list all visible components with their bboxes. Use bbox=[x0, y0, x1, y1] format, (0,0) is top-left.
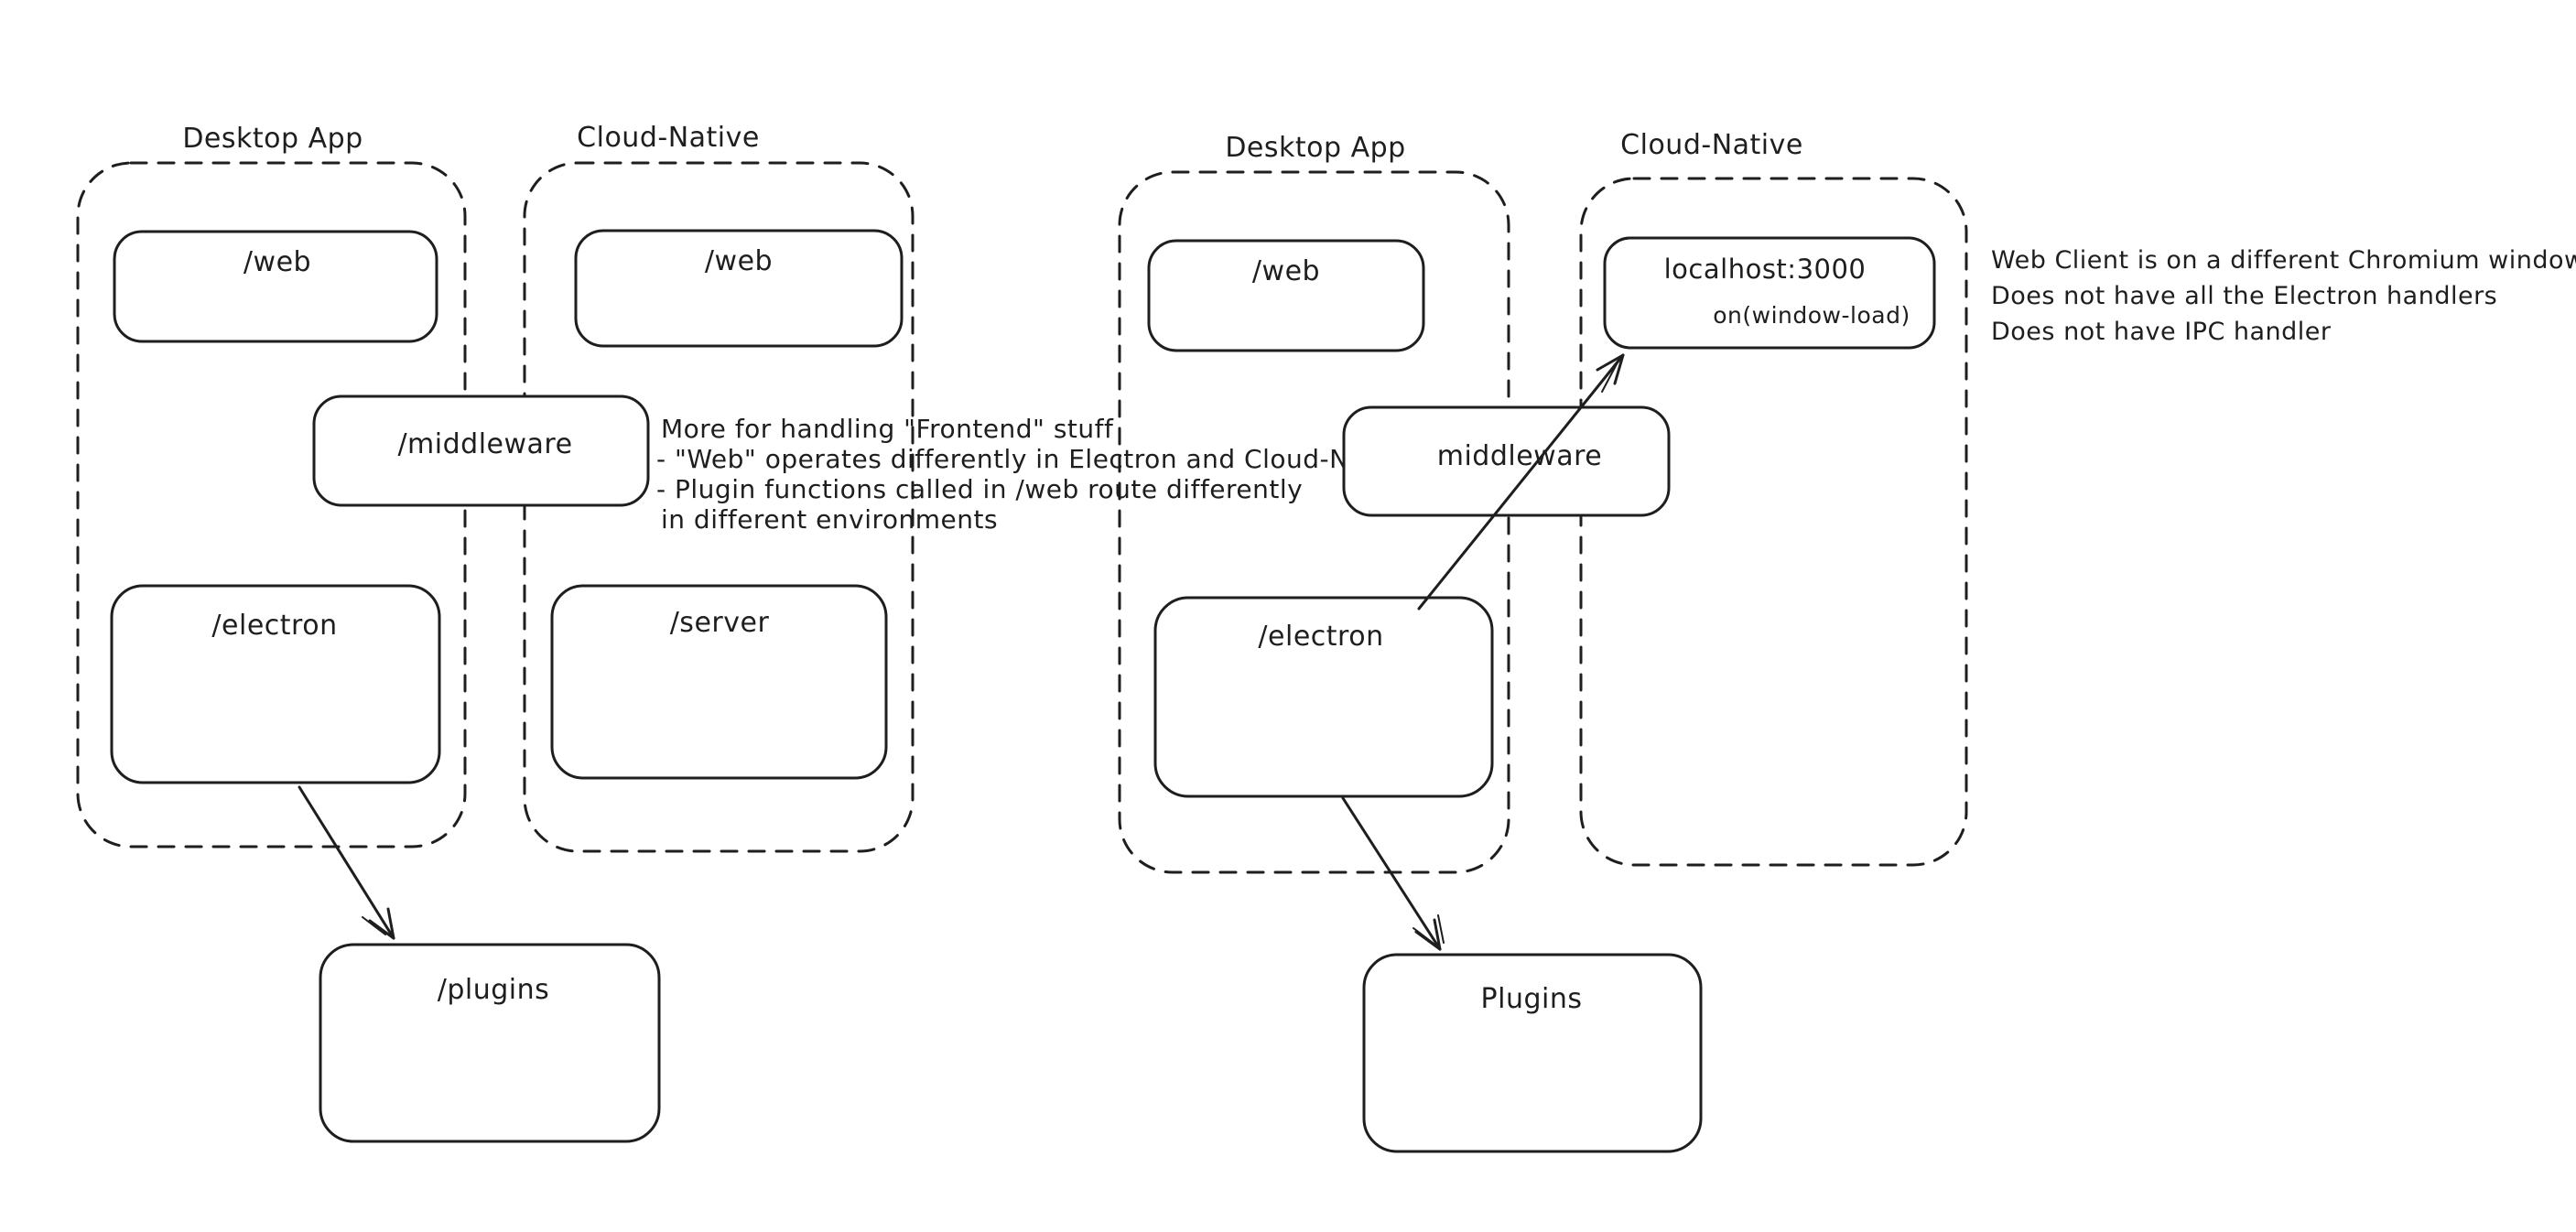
red-note-line-3: Does not have IPC handler bbox=[1991, 318, 2332, 346]
right-middleware-box: middleware bbox=[1342, 405, 1671, 517]
left-diagram: Desktop App Cloud-Native /web /web /midd… bbox=[76, 122, 1415, 1143]
right-cloud-native-container bbox=[1579, 177, 1968, 867]
left-electron-box: /electron bbox=[110, 584, 441, 784]
right-desktop-app-container bbox=[1118, 170, 1510, 874]
right-web-box: /web bbox=[1147, 239, 1425, 352]
green-note-line-4: in different environments bbox=[661, 504, 998, 535]
right-electron-to-plugins-arrow bbox=[1341, 796, 1445, 951]
left-cloud-native-container bbox=[523, 161, 915, 853]
green-note-line-2: - "Web" operates differently in Electron… bbox=[656, 444, 1415, 474]
right-electron-to-localhost-arrow bbox=[1417, 353, 1625, 611]
red-note-line-1: Web Client is on a different Chromium wi… bbox=[1991, 246, 2576, 275]
right-electron-label: /electron bbox=[1258, 621, 1383, 653]
left-web-cloud-label: /web bbox=[705, 245, 773, 277]
right-desktop-app-label: Desktop App bbox=[1225, 132, 1405, 164]
left-server-box: /server bbox=[550, 584, 888, 780]
left-server-label: /server bbox=[670, 607, 770, 639]
left-middleware-box: /middleware bbox=[312, 394, 650, 507]
green-note-line-1: More for handling "Frontend" stuff bbox=[661, 414, 1114, 444]
left-web-desktop-label: /web bbox=[244, 246, 311, 278]
right-plugins-box: Plugins bbox=[1362, 953, 1703, 1153]
left-green-note: More for handling "Frontend" stuff - "We… bbox=[656, 414, 1415, 535]
left-web-cloud-box: /web bbox=[574, 229, 904, 348]
red-note-line-2: Does not have all the Electron handlers bbox=[1991, 282, 2497, 310]
right-diagram: Desktop App Cloud-Native /web localhost:… bbox=[1118, 129, 2576, 1153]
right-localhost-box: localhost:3000 on(window-load) bbox=[1603, 236, 1936, 350]
right-web-label: /web bbox=[1252, 255, 1320, 287]
left-middleware-label: /middleware bbox=[397, 428, 572, 460]
right-red-note: Web Client is on a different Chromium wi… bbox=[1991, 246, 2576, 346]
right-middleware-label: middleware bbox=[1437, 440, 1603, 472]
right-electron-box: /electron bbox=[1153, 596, 1494, 798]
right-plugins-label: Plugins bbox=[1481, 983, 1583, 1015]
green-note-line-3: - Plugin functions called in /web route … bbox=[656, 474, 1303, 504]
right-on-window-load-label: on(window-load) bbox=[1713, 302, 1910, 329]
left-desktop-app-container bbox=[76, 161, 467, 848]
left-cloud-native-label: Cloud-Native bbox=[577, 122, 760, 154]
left-electron-to-plugins-arrow bbox=[298, 785, 395, 940]
left-web-desktop-box: /web bbox=[113, 230, 438, 343]
left-plugins-box: /plugins bbox=[319, 943, 661, 1143]
left-plugins-label: /plugins bbox=[438, 974, 550, 1006]
left-desktop-app-label: Desktop App bbox=[182, 123, 363, 155]
left-electron-label: /electron bbox=[211, 610, 337, 642]
right-localhost-label: localhost:3000 bbox=[1664, 254, 1867, 285]
right-cloud-native-label: Cloud-Native bbox=[1620, 129, 1803, 161]
